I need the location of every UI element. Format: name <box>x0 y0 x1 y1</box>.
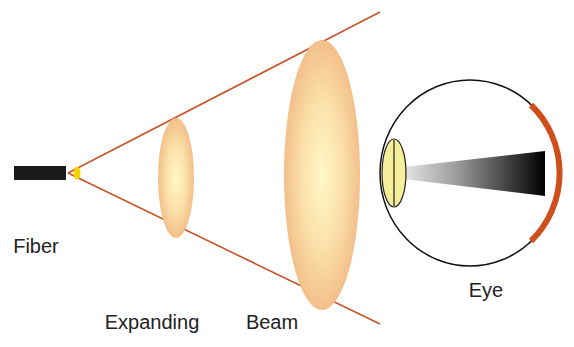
part-label: Fiber <box>13 235 59 257</box>
eye-lens <box>382 139 406 207</box>
lens-axis <box>393 140 394 206</box>
beam-cross-section <box>284 40 360 310</box>
part-label: Beam <box>246 311 298 333</box>
eyeball-outline <box>380 80 560 266</box>
beam-cross-section <box>158 118 194 238</box>
fiber-tip <box>74 167 81 180</box>
part-label: Eye <box>469 279 503 301</box>
fiber-body <box>14 166 66 180</box>
light-cone <box>386 151 545 196</box>
part-label: Expanding <box>105 311 200 333</box>
